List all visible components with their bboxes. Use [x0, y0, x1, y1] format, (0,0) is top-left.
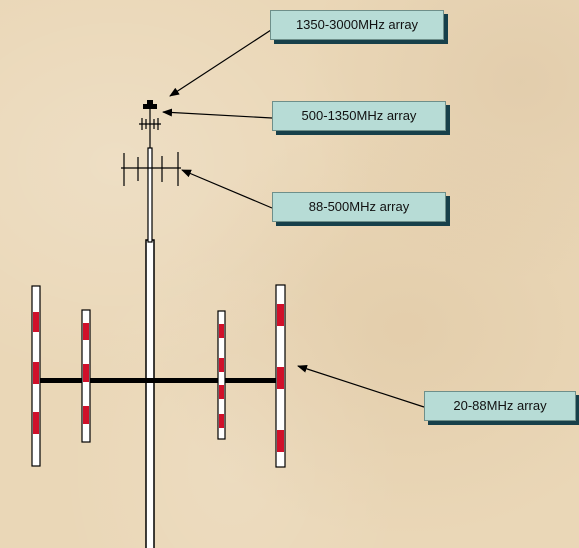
arrows — [162, 29, 425, 408]
low-band-element-3 — [217, 310, 226, 440]
arrow-20 — [297, 364, 425, 408]
arrow-500 — [162, 108, 273, 119]
low-band-element-2 — [81, 309, 91, 443]
label-88-500mhz-array: 88-500MHz array — [272, 192, 446, 222]
arrow-1350 — [169, 29, 272, 97]
label-20-88mhz-array: 20-88MHz array — [424, 391, 576, 421]
low-band-element-4 — [275, 284, 286, 468]
arrow-88 — [181, 169, 273, 209]
low-band-element-1 — [31, 285, 41, 467]
label-500-1350mhz-array: 500-1350MHz array — [272, 101, 446, 131]
uhf-array — [139, 104, 161, 148]
vhf-uhf-array — [121, 152, 181, 186]
label-1350-3000mhz-array: 1350-3000MHz array — [270, 10, 444, 40]
low-band-boom — [36, 378, 282, 383]
microwave-array — [143, 100, 157, 109]
mast — [145, 147, 155, 548]
